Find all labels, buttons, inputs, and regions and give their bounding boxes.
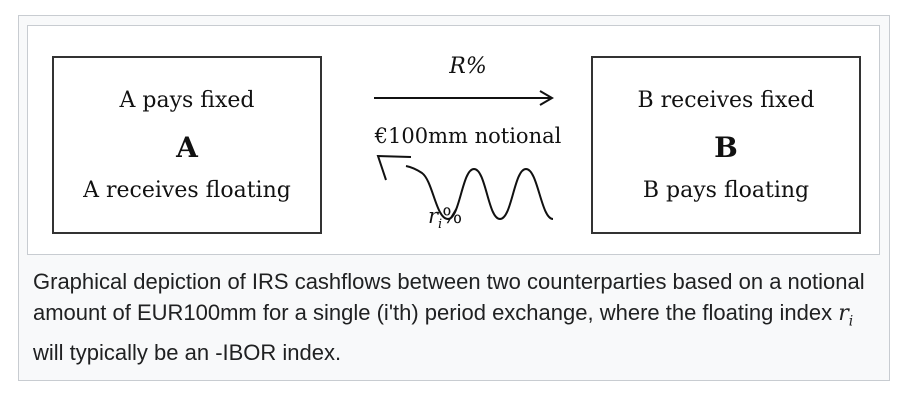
figure-caption: Graphical depiction of IRS cashflows bet… xyxy=(33,266,878,368)
party-a-pays-label: A pays fixed xyxy=(119,88,255,113)
irs-cashflow-diagram[interactable]: A pays fixed A A receives floating R% €1… xyxy=(27,25,880,255)
party-b-name: B xyxy=(714,131,738,164)
party-b-box: B receives fixed B B pays floating xyxy=(591,56,861,234)
party-b-receives-label: B receives fixed xyxy=(637,88,815,113)
notional-label: €100mm notional xyxy=(374,124,562,148)
fixed-leg-label: R% xyxy=(449,54,487,79)
caption-text-before: Graphical depiction of IRS cashflows bet… xyxy=(33,269,865,325)
floating-rate-suffix: % xyxy=(442,204,463,228)
caption-math-subscript: i xyxy=(848,313,854,330)
party-a-receives-label: A receives floating xyxy=(83,178,291,203)
party-a-box: A pays fixed A A receives floating xyxy=(52,56,322,234)
figure-thumbnail: A pays fixed A A receives floating R% €1… xyxy=(18,15,890,381)
caption-math-rate: ri xyxy=(838,301,854,330)
party-b-pays-label: B pays floating xyxy=(642,178,810,203)
caption-math-symbol: r xyxy=(838,301,849,326)
floating-rate-symbol: r xyxy=(428,204,439,228)
cashflow-arrows xyxy=(374,90,554,221)
floating-leg-wave-arrow xyxy=(376,154,554,221)
fixed-leg-arrow xyxy=(374,90,554,106)
floating-leg-label: ri% xyxy=(428,204,462,232)
floating-rate-subscript: i xyxy=(438,217,443,233)
party-a-name: A xyxy=(176,131,198,164)
caption-text-after: will typically be an -IBOR index. xyxy=(33,340,342,366)
